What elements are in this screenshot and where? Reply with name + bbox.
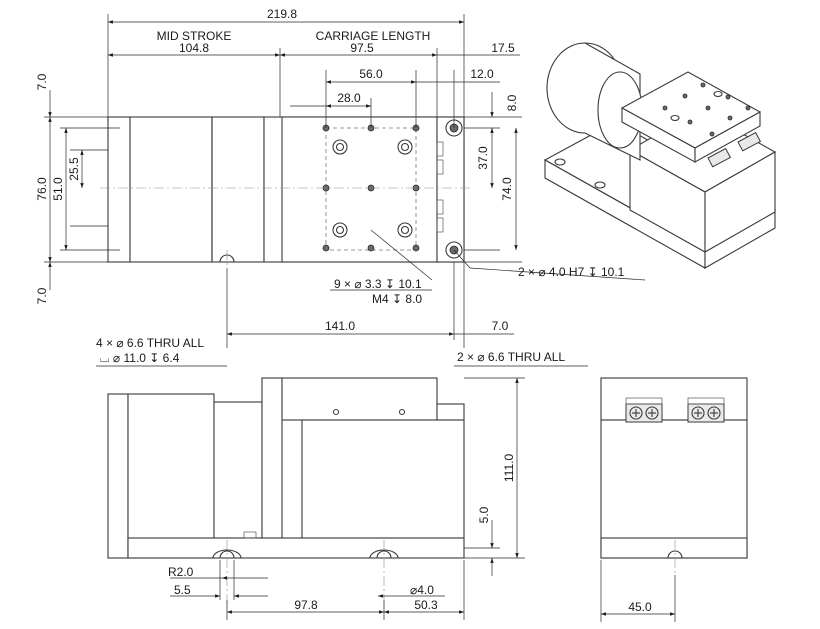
top-dimensions: 219.8 MID STROKE 104.8 CARRIAGE LENGTH 9… bbox=[107, 7, 520, 128]
hole-span-28: 28.0 bbox=[337, 91, 361, 105]
motor-body bbox=[129, 116, 213, 263]
mid-stroke-title: MID STROKE bbox=[157, 29, 232, 43]
left-margin-top: 7.0 bbox=[35, 73, 49, 90]
counterbore-note-2: ⌴ ⌀ 11.0 ↧ 6.4 bbox=[100, 351, 180, 365]
side-motor-body bbox=[127, 393, 215, 559]
height-111: 111.0 bbox=[502, 454, 516, 483]
end-view-connectors bbox=[625, 397, 725, 423]
hole-edge-12: 12.0 bbox=[470, 67, 494, 81]
pin-hole-note: 2 × ⌀ 4.0 H7 ↧ 10.1 bbox=[518, 265, 625, 279]
mount-edge-7: 7.0 bbox=[492, 319, 509, 333]
base-height-5: 5.0 bbox=[477, 506, 491, 523]
carriage-length-title: CARRIAGE LENGTH bbox=[316, 29, 431, 43]
mid-stroke-value: 104.8 bbox=[179, 41, 209, 55]
hole-span-56: 56.0 bbox=[359, 67, 383, 81]
span-97-8: 97.8 bbox=[294, 598, 318, 612]
mount-span-141: 141.0 bbox=[325, 319, 355, 333]
motor-coupler bbox=[211, 116, 265, 263]
end-view-base bbox=[600, 419, 748, 559]
width-25-5: 25.5 bbox=[67, 157, 81, 181]
hole-span-37: 37.0 bbox=[476, 146, 490, 170]
isometric-holes bbox=[662, 82, 751, 137]
isometric-view bbox=[543, 42, 777, 269]
counterbore-note-1: 4 × ⌀ 6.6 THRU ALL bbox=[96, 336, 204, 350]
width-76: 76.0 bbox=[35, 177, 49, 201]
side-view bbox=[107, 377, 465, 610]
side-motor-cap bbox=[107, 393, 129, 559]
total-length-label: 219.8 bbox=[267, 7, 297, 21]
hole-span-74: 74.0 bbox=[500, 177, 514, 201]
side-carriage bbox=[281, 377, 438, 421]
carriage-plate bbox=[281, 116, 438, 263]
right-dimensions: 8.0 37.0 74.0 bbox=[464, 92, 522, 263]
end-offset-label: 17.5 bbox=[491, 41, 515, 55]
side-base-plate bbox=[127, 537, 465, 559]
side-base-body bbox=[301, 419, 465, 539]
top-margin-8: 8.0 bbox=[505, 94, 519, 111]
span-50-3: 50.3 bbox=[414, 598, 438, 612]
callouts: 2 × ⌀ 4.0 H7 ↧ 10.1 9 × ⌀ 3.3 ↧ 10.1 M4 … bbox=[96, 229, 646, 367]
carriage-length-value: 97.5 bbox=[350, 41, 374, 55]
end-view-carriage bbox=[600, 377, 748, 421]
dia-4: ⌀4.0 bbox=[410, 583, 434, 597]
thru-hole-note: 2 × ⌀ 6.6 THRU ALL bbox=[457, 350, 565, 364]
end-width-45: 45.0 bbox=[628, 600, 652, 614]
left-dimensions: 7.0 76.0 51.0 25.5 7.0 bbox=[35, 73, 120, 304]
side-dimensions: 111.0 5.0 R2.0 5.5 ⌀4.0 97.8 50.3 bbox=[168, 377, 525, 620]
tap-hole-note-2: M4 ↧ 8.0 bbox=[372, 292, 422, 306]
motor-end-cap bbox=[107, 116, 131, 263]
end-view: 45.0 bbox=[600, 377, 748, 622]
radius-r2: R2.0 bbox=[168, 565, 194, 579]
end-block bbox=[436, 116, 465, 263]
top-view bbox=[100, 116, 470, 268]
left-margin-bottom: 7.0 bbox=[35, 287, 49, 304]
side-motor-flange bbox=[261, 377, 283, 539]
counterbore-holes bbox=[332, 139, 413, 238]
tap-hole-note-1: 9 × ⌀ 3.3 ↧ 10.1 bbox=[334, 277, 422, 291]
offset-5-5: 5.5 bbox=[174, 583, 191, 597]
side-coupler bbox=[213, 401, 263, 539]
width-51: 51.0 bbox=[51, 177, 65, 201]
